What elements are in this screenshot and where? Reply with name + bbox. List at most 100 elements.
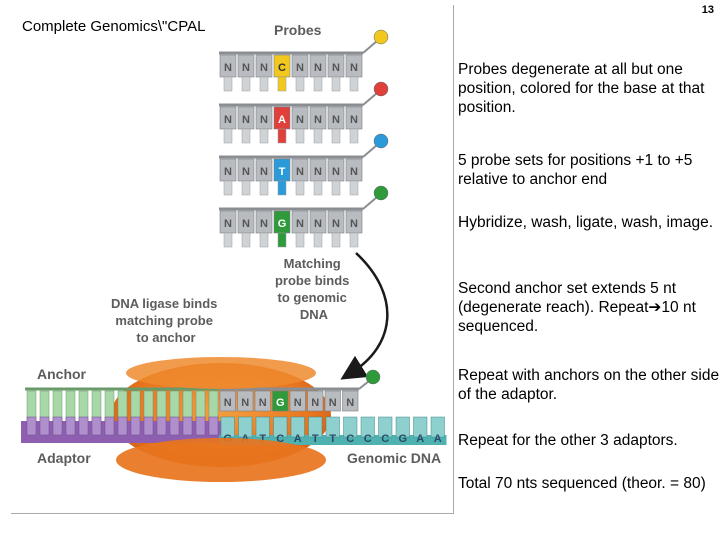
probe-base-letter: N	[332, 62, 340, 74]
ligase-lower-lobe	[116, 438, 326, 482]
genomic-base	[325, 416, 340, 438]
genomic-base-letter: A	[416, 433, 424, 445]
probe-base-letter: N	[260, 166, 268, 178]
probe-base-stem	[349, 128, 359, 144]
genomic-base-letter: T	[312, 433, 319, 445]
genomic-base	[343, 416, 358, 438]
curved-arrow	[340, 252, 389, 380]
probe-base-stem	[277, 76, 287, 92]
bullet-probe-sets: 5 probe sets for positions +1 to +5 rela…	[458, 152, 693, 188]
genomic-base-letter: C	[276, 433, 284, 445]
genomic-base-letter: T	[329, 433, 336, 445]
probe-base-stem	[295, 180, 305, 196]
adaptor-base	[208, 416, 219, 436]
probe-base-stem	[259, 76, 269, 92]
probe-base-letter: N	[314, 218, 322, 230]
probe-base-letter: N	[332, 114, 340, 126]
probe-base-stem	[241, 180, 251, 196]
genomic-base-letter: T	[259, 433, 266, 445]
genomic-base-letter: G	[398, 433, 407, 445]
probe-base-stem	[331, 232, 341, 248]
bound-base-letter: N	[346, 397, 354, 409]
dye-ball	[373, 29, 389, 45]
probe-base-letter: N	[296, 114, 304, 126]
bullet-probes-degenerate: Probes degenerate at all but one positio…	[458, 61, 705, 116]
genomic-base	[413, 416, 428, 438]
bullet-second-anchor: Second anchor set extends 5 nt (degenera…	[458, 280, 696, 335]
ligase-upper-lobe	[126, 357, 316, 389]
probe-base-stem	[331, 128, 341, 144]
genomic-base-letter: C	[346, 433, 354, 445]
probe-base-stem	[331, 180, 341, 196]
genomic-base-letter: C	[364, 433, 372, 445]
probe-base-letter: N	[224, 218, 232, 230]
adaptor-base	[195, 416, 206, 436]
dye-ball	[373, 81, 389, 97]
probe-base-stem	[349, 180, 359, 196]
probe-base-letter: N	[296, 218, 304, 230]
probe-base-stem	[277, 232, 287, 248]
page-number: 13	[701, 4, 714, 16]
anchor-base	[52, 390, 63, 422]
probe-base-stem	[313, 180, 323, 196]
bound-base-cell	[324, 390, 341, 412]
probe-base-stem	[349, 232, 359, 248]
bound-base-cell	[342, 390, 359, 412]
probe-base-stem	[241, 232, 251, 248]
probe-base-letter: N	[242, 62, 250, 74]
ligase-label: DNA ligase binds matching probe to ancho…	[111, 296, 221, 345]
probe-linker	[362, 144, 378, 158]
probe-base-stem	[259, 180, 269, 196]
anchor-strand	[25, 387, 221, 422]
bound-base-cell	[307, 390, 324, 412]
anchor-base	[104, 390, 115, 422]
probe-base-letter: N	[332, 218, 340, 230]
adaptor-base	[91, 416, 102, 436]
probe-base-stem	[223, 180, 233, 196]
bound-probe-linker	[358, 380, 370, 390]
genomic-strand: GATCATTCCCGAA	[219, 416, 447, 445]
genomic-base	[238, 416, 253, 438]
probe-base-letter: N	[296, 62, 304, 74]
probe-base-stem	[313, 232, 323, 248]
probe-base-stem	[223, 232, 233, 248]
probe-base-stem	[277, 128, 287, 144]
probe-base-stem	[331, 76, 341, 92]
probe-base-letter: G	[278, 218, 287, 230]
probe-base-letter: N	[224, 166, 232, 178]
probe-base-letter: N	[224, 114, 232, 126]
bound-base-letter: N	[259, 397, 267, 409]
probe-base-letter: C	[278, 62, 286, 74]
probe-base-letter: N	[350, 62, 358, 74]
bound-dye-ball	[365, 369, 381, 385]
anchor-base	[39, 390, 50, 422]
bound-base-letter: G	[276, 397, 285, 409]
adaptor-base	[156, 416, 167, 436]
bullet-total: Total 70 nts sequenced (theor. = 80)	[458, 475, 706, 492]
anchor-label: Anchor	[37, 366, 87, 382]
probe-base-stem	[241, 128, 251, 144]
probe-base-letter: N	[242, 218, 250, 230]
probe-base-stem	[241, 76, 251, 92]
bound-base-letter: N	[311, 397, 319, 409]
anchor-base	[169, 390, 180, 422]
genomic-base	[220, 416, 235, 438]
genomic-backbone	[219, 435, 447, 445]
probe-linker	[362, 92, 378, 106]
bullet-other-adaptors: Repeat for the other 3 adaptors.	[458, 432, 678, 449]
bullet-repeat-anchors: Repeat with anchors on the other side of…	[458, 367, 720, 403]
genomic-base	[378, 416, 393, 438]
adaptor-base	[104, 416, 115, 436]
adaptor-base	[143, 416, 154, 436]
bound-base-cell	[219, 390, 236, 412]
anchor-base	[130, 390, 141, 422]
anchor-base	[195, 390, 206, 422]
probe-base-letter: N	[350, 166, 358, 178]
bound-base-letter: N	[329, 397, 337, 409]
genomic-base	[430, 416, 445, 438]
